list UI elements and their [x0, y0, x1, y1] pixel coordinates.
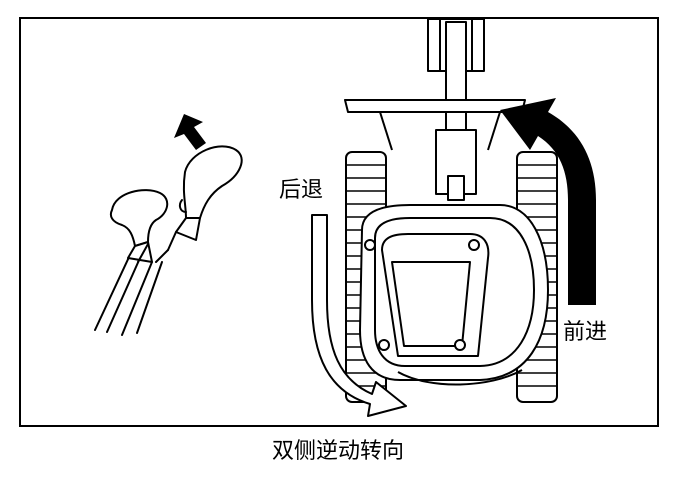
excavator-top-view: [345, 19, 557, 402]
forward-label: 前进: [563, 322, 607, 344]
figure-caption: 双侧逆动转向: [0, 441, 676, 463]
reverse-label: 后退: [279, 180, 323, 202]
control-levers-icon: [95, 146, 242, 335]
arrow-up-icon: [174, 114, 206, 150]
